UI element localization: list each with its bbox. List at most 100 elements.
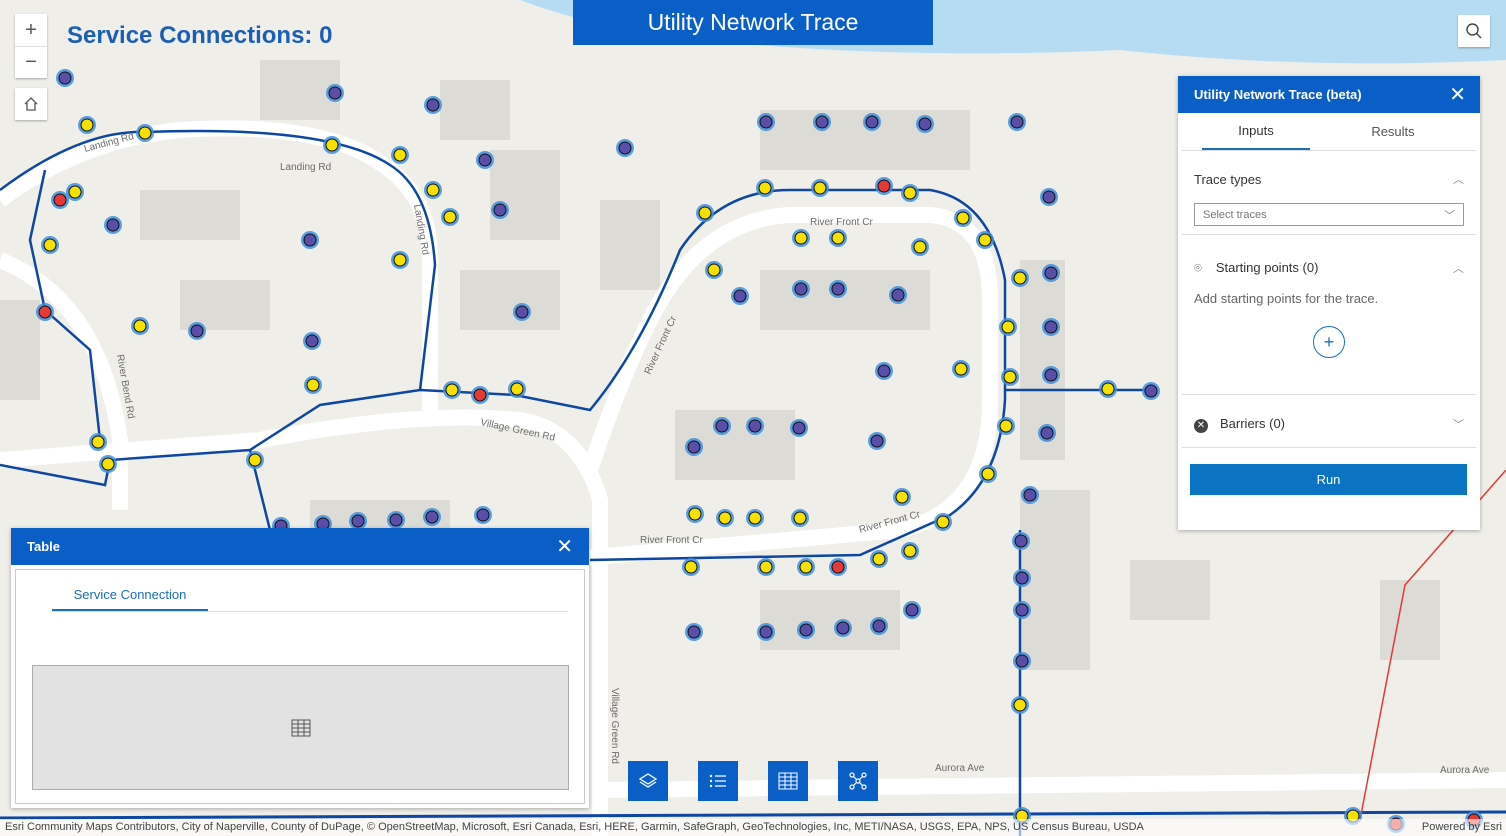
- valve-marker[interactable]: [510, 382, 524, 396]
- service-connection-marker[interactable]: [870, 434, 884, 448]
- valve-marker[interactable]: [325, 138, 339, 152]
- valve-marker[interactable]: [799, 560, 813, 574]
- valve-marker[interactable]: [306, 378, 320, 392]
- valve-marker[interactable]: [758, 181, 772, 195]
- service-connection-marker[interactable]: [1023, 488, 1037, 502]
- zoom-out-button[interactable]: −: [15, 46, 47, 78]
- service-connection-marker[interactable]: [1015, 603, 1029, 617]
- valve-marker[interactable]: [895, 490, 909, 504]
- hydrant-marker[interactable]: [831, 560, 845, 574]
- valve-marker[interactable]: [426, 183, 440, 197]
- layers-button[interactable]: [628, 761, 668, 801]
- legend-button[interactable]: [698, 761, 738, 801]
- service-connection-marker[interactable]: [872, 619, 886, 633]
- valve-marker[interactable]: [707, 263, 721, 277]
- service-connection-marker[interactable]: [687, 440, 701, 454]
- service-connection-marker[interactable]: [476, 508, 490, 522]
- service-connection-marker[interactable]: [426, 98, 440, 112]
- service-connection-marker[interactable]: [733, 289, 747, 303]
- valve-marker[interactable]: [443, 210, 457, 224]
- valve-marker[interactable]: [759, 560, 773, 574]
- valve-marker[interactable]: [101, 457, 115, 471]
- valve-marker[interactable]: [956, 211, 970, 225]
- zoom-in-button[interactable]: +: [25, 18, 37, 41]
- service-connection-marker[interactable]: [1010, 115, 1024, 129]
- service-connection-marker[interactable]: [891, 288, 905, 302]
- service-connection-marker[interactable]: [190, 324, 204, 338]
- valve-marker[interactable]: [981, 467, 995, 481]
- valve-marker[interactable]: [999, 419, 1013, 433]
- service-connection-marker[interactable]: [759, 625, 773, 639]
- service-connection-marker[interactable]: [389, 513, 403, 527]
- service-connection-marker[interactable]: [618, 141, 632, 155]
- chevron-up-icon[interactable]: ︿: [1453, 263, 1464, 275]
- service-connection-marker[interactable]: [1015, 654, 1029, 668]
- service-connection-marker[interactable]: [1144, 384, 1158, 398]
- valve-marker[interactable]: [68, 185, 82, 199]
- service-connection-marker[interactable]: [478, 153, 492, 167]
- service-connection-marker[interactable]: [328, 86, 342, 100]
- service-connection-marker[interactable]: [106, 218, 120, 232]
- valve-marker[interactable]: [1001, 320, 1015, 334]
- home-button[interactable]: [15, 88, 47, 120]
- valve-marker[interactable]: [1101, 382, 1115, 396]
- valve-marker[interactable]: [698, 206, 712, 220]
- barriers-heading[interactable]: Barriers (0): [1220, 415, 1286, 431]
- valve-marker[interactable]: [445, 383, 459, 397]
- valve-marker[interactable]: [794, 231, 808, 245]
- starting-points-heading[interactable]: Starting points (0): [1215, 260, 1319, 275]
- service-connection-marker[interactable]: [305, 334, 319, 348]
- add-starting-point-button[interactable]: +: [1313, 326, 1345, 358]
- service-connection-marker[interactable]: [351, 514, 365, 528]
- powered-by[interactable]: Powered by Esri: [1421, 821, 1502, 833]
- service-connection-marker[interactable]: [1044, 320, 1058, 334]
- valve-marker[interactable]: [43, 238, 57, 252]
- service-connection-marker[interactable]: [1040, 426, 1054, 440]
- valve-marker[interactable]: [393, 253, 407, 267]
- service-connection-marker[interactable]: [1044, 368, 1058, 382]
- service-connection-marker[interactable]: [877, 364, 891, 378]
- service-connection-marker[interactable]: [493, 203, 507, 217]
- valve-marker[interactable]: [1013, 271, 1027, 285]
- valve-marker[interactable]: [91, 435, 105, 449]
- tab-service-connection[interactable]: Service Connection: [52, 584, 208, 611]
- hydrant-marker[interactable]: [38, 305, 52, 319]
- service-connection-marker[interactable]: [1015, 571, 1029, 585]
- trace-types-heading[interactable]: Trace types: [1194, 171, 1262, 187]
- close-icon[interactable]: ✕: [556, 536, 573, 558]
- service-connection-marker[interactable]: [836, 621, 850, 635]
- valve-marker[interactable]: [748, 511, 762, 525]
- service-connection-marker[interactable]: [515, 305, 529, 319]
- trace-type-select[interactable]: Select traces﹀: [1194, 203, 1464, 226]
- valve-marker[interactable]: [954, 362, 968, 376]
- tab-inputs[interactable]: Inputs: [1202, 113, 1310, 150]
- service-connection-marker[interactable]: [1044, 266, 1058, 280]
- service-connection-marker[interactable]: [1014, 534, 1028, 548]
- valve-marker[interactable]: [978, 233, 992, 247]
- valve-marker[interactable]: [936, 515, 950, 529]
- valve-marker[interactable]: [1003, 370, 1017, 384]
- service-connection-marker[interactable]: [715, 419, 729, 433]
- chevron-down-icon[interactable]: ﹀: [1453, 419, 1464, 431]
- service-connection-marker[interactable]: [1042, 190, 1056, 204]
- valve-marker[interactable]: [831, 231, 845, 245]
- service-connection-marker[interactable]: [748, 419, 762, 433]
- valve-marker[interactable]: [138, 126, 152, 140]
- valve-marker[interactable]: [80, 118, 94, 132]
- hydrant-marker[interactable]: [473, 388, 487, 402]
- valve-marker[interactable]: [903, 544, 917, 558]
- hydrant-marker[interactable]: [53, 193, 67, 207]
- valve-marker[interactable]: [248, 453, 262, 467]
- chevron-up-icon[interactable]: ︿: [1453, 174, 1464, 186]
- tab-results[interactable]: Results: [1371, 124, 1415, 139]
- table-button[interactable]: [768, 761, 808, 801]
- close-icon[interactable]: ✕: [1449, 84, 1466, 106]
- service-connection-marker[interactable]: [865, 115, 879, 129]
- service-connection-marker[interactable]: [58, 71, 72, 85]
- service-connection-marker[interactable]: [799, 623, 813, 637]
- valve-marker[interactable]: [903, 186, 917, 200]
- valve-marker[interactable]: [872, 552, 886, 566]
- service-connection-marker[interactable]: [905, 603, 919, 617]
- service-connection-marker[interactable]: [759, 115, 773, 129]
- run-button[interactable]: Run: [1190, 464, 1467, 495]
